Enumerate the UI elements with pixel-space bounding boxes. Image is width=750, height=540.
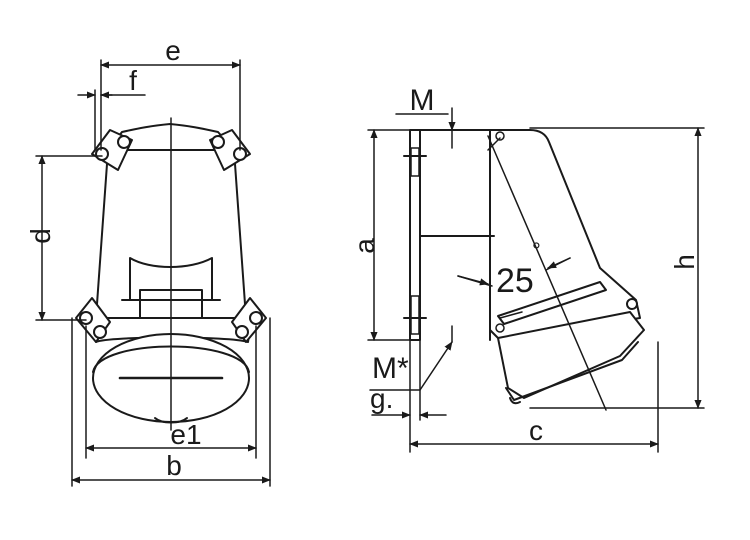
label-a: a xyxy=(349,238,380,254)
dim-h xyxy=(529,127,705,409)
side-view: 25 ° M a h M* xyxy=(349,84,705,453)
mount-ear-top-left xyxy=(91,129,133,171)
label-angle: 25 xyxy=(496,262,534,300)
dim-d xyxy=(35,155,103,321)
dim-e1 xyxy=(85,325,257,459)
dim-g xyxy=(371,339,447,453)
front-wave-window xyxy=(129,257,213,301)
front-view: e f d e1 b xyxy=(25,35,271,487)
label-d: d xyxy=(25,228,56,244)
label-f: f xyxy=(129,65,137,96)
side-socket-band xyxy=(497,281,607,325)
side-hinge xyxy=(626,298,638,310)
side-axis-line xyxy=(487,135,607,411)
side-plate-slot-bottom xyxy=(410,295,420,335)
label-h: h xyxy=(669,254,700,270)
front-top-cap xyxy=(107,123,235,151)
label-e: e xyxy=(165,35,181,66)
side-socket-rim xyxy=(505,341,639,401)
label-M-star: M* xyxy=(372,352,409,385)
label-degree: ° xyxy=(532,238,541,263)
dim-b xyxy=(71,317,271,487)
dim-f xyxy=(77,89,146,151)
side-plate-slot-top xyxy=(410,147,420,177)
label-g: g. xyxy=(370,383,393,414)
label-c: c xyxy=(529,415,543,446)
dim-M-star xyxy=(369,325,453,391)
label-M-top: M xyxy=(410,84,435,117)
label-b: b xyxy=(166,450,182,481)
dim-M-top xyxy=(395,107,456,149)
dim-c xyxy=(409,341,659,453)
mount-ear-bottom-right xyxy=(231,297,267,343)
dim-e xyxy=(100,59,241,151)
side-socket-body xyxy=(497,311,645,399)
dim-a xyxy=(367,129,413,341)
mount-ear-bottom-left xyxy=(75,297,111,343)
label-e1: e1 xyxy=(170,419,201,450)
mount-ear-top-right xyxy=(209,129,251,171)
